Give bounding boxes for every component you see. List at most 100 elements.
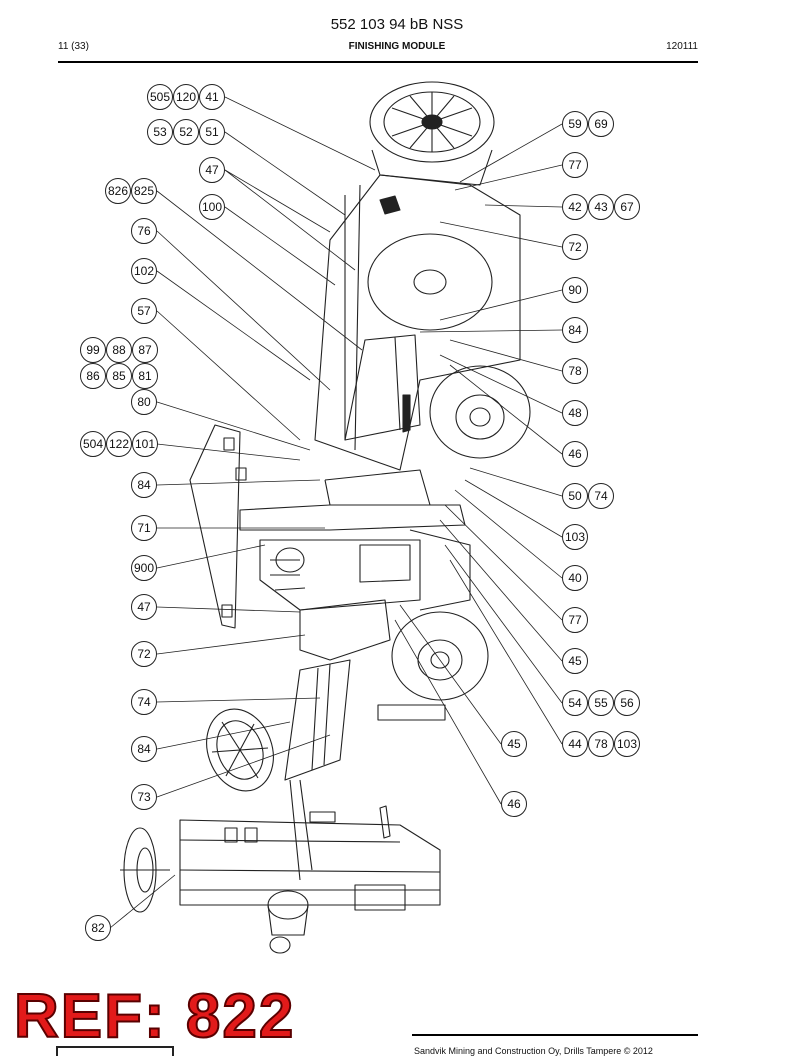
leader-line (394, 619, 502, 805)
callout-circle (131, 218, 157, 244)
leader-line (439, 519, 563, 662)
callout-88: 88 (106, 337, 132, 363)
callout-number: 56 (620, 696, 634, 710)
callout-45: 45 (562, 648, 588, 674)
lower-fan-inner (216, 720, 264, 780)
callout-circle (501, 791, 527, 817)
callout-number: 51 (205, 125, 219, 139)
callout-circle (562, 194, 588, 220)
callout-number: 50 (568, 489, 582, 503)
callout-46: 46 (562, 441, 588, 467)
mast-link (289, 779, 313, 881)
callout-circle (614, 194, 640, 220)
callout-80: 80 (131, 389, 157, 415)
callout-circle (588, 731, 614, 757)
callout-number: 120 (176, 90, 196, 104)
leader-line (399, 604, 502, 745)
callout-number: 84 (137, 742, 151, 756)
callout-circle (614, 690, 640, 716)
callout-circle (562, 152, 588, 178)
callout-circle (131, 555, 157, 581)
axle-bracket (377, 704, 446, 721)
callout-circle (562, 648, 588, 674)
callout-43: 43 (588, 194, 614, 220)
callout-number: 69 (594, 117, 608, 131)
engine-fins (270, 559, 306, 591)
callout-circle (199, 84, 225, 110)
callout-71: 71 (131, 515, 157, 541)
leader-line (224, 169, 331, 233)
callout-53: 53 (147, 119, 173, 145)
callout-101: 101 (132, 431, 158, 457)
callout-number: 42 (568, 200, 582, 214)
callout-circle (131, 472, 157, 498)
callout-number: 59 (568, 117, 582, 131)
callout-50: 50 (562, 483, 588, 509)
engine-block (259, 539, 421, 611)
leader-line (156, 310, 301, 441)
callout-504: 504 (80, 431, 106, 457)
callout-circle (131, 736, 157, 762)
feed-rails (179, 839, 441, 891)
upper-tire (429, 365, 531, 459)
callout-102: 102 (131, 258, 157, 284)
callout-circle (106, 431, 132, 457)
callout-47: 47 (199, 157, 225, 183)
machine-illustration (120, 81, 531, 954)
callout-77: 77 (562, 607, 588, 633)
header-divider (58, 61, 698, 63)
callout-number: 54 (568, 696, 582, 710)
leader-line (444, 504, 563, 621)
callout-55: 55 (588, 690, 614, 716)
callout-circle (131, 258, 157, 284)
callout-circle (588, 111, 614, 137)
callout-circle (501, 731, 527, 757)
leader-line (469, 467, 563, 497)
callout-circle (562, 731, 588, 757)
callout-52: 52 (173, 119, 199, 145)
callout-41: 41 (199, 84, 225, 110)
callout-84: 84 (131, 472, 157, 498)
callout-76: 76 (131, 218, 157, 244)
upper-hub (469, 407, 491, 427)
callout-82: 82 (85, 915, 111, 941)
callout-circle (562, 441, 588, 467)
section-title: FINISHING MODULE (348, 41, 446, 52)
leader-line (224, 169, 356, 271)
leader-line (439, 354, 563, 414)
callout-number: 40 (568, 571, 582, 585)
callout-circle (562, 400, 588, 426)
callout-number: 73 (137, 790, 151, 804)
callout-44: 44 (562, 731, 588, 757)
callout-circle (199, 119, 225, 145)
callout-number: 74 (594, 489, 608, 503)
callout-circle (562, 565, 588, 591)
callout-number: 72 (568, 240, 582, 254)
callout-circle (173, 119, 199, 145)
leader-lines (109, 96, 563, 929)
fan-outer (369, 81, 495, 163)
drill-head-body (267, 904, 309, 936)
callout-69: 69 (588, 111, 614, 137)
callout-number: 103 (617, 737, 637, 751)
callout-number: 102 (134, 264, 154, 278)
engine-pulley (275, 547, 305, 573)
callout-number: 76 (137, 224, 151, 238)
callout-circle (80, 337, 106, 363)
hydraulic-unit (359, 544, 411, 583)
callout-circle (131, 389, 157, 415)
callout-circle (562, 234, 588, 260)
callout-circle (105, 178, 131, 204)
callout-47: 47 (131, 594, 157, 620)
callout-48: 48 (562, 400, 588, 426)
callout-40: 40 (562, 565, 588, 591)
leader-line (156, 721, 291, 750)
lower-hub (430, 651, 450, 669)
callout-number: 504 (83, 437, 103, 451)
callout-circle (588, 194, 614, 220)
callout-78: 78 (562, 358, 588, 384)
leader-line (156, 634, 306, 655)
leader-line (109, 874, 176, 929)
leader-line (156, 270, 311, 381)
